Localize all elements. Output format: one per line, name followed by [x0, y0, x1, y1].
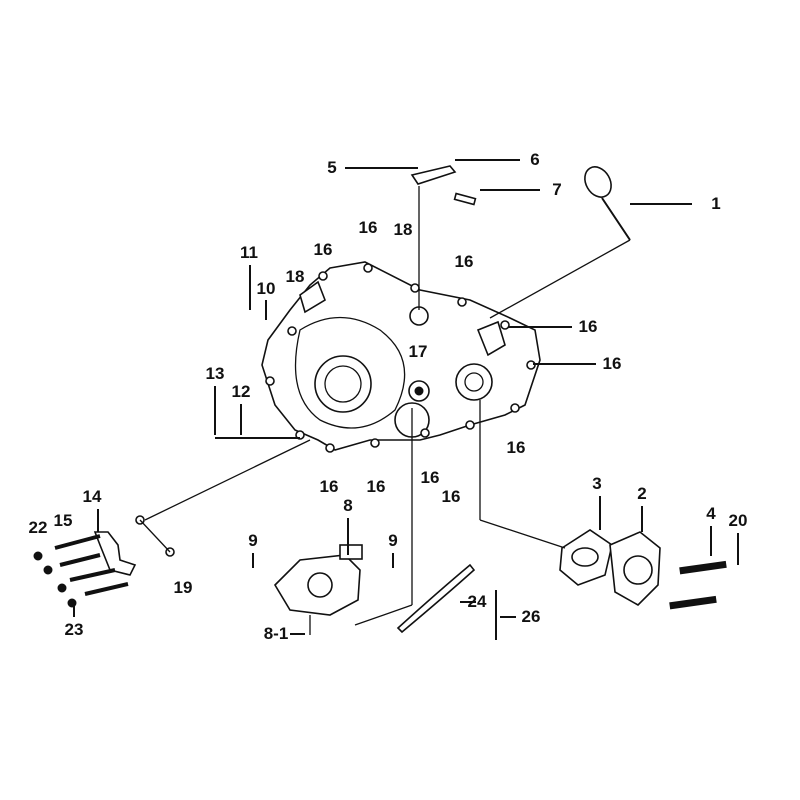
callout-label: 8: [343, 496, 353, 515]
cover-bolt-holes: [265, 263, 536, 453]
callout-label: 17: [408, 342, 428, 361]
callout-label: 9: [388, 531, 398, 550]
bracket: [410, 165, 457, 185]
callout-label: 22: [28, 518, 48, 537]
callout-label: 14: [82, 487, 102, 506]
callout-label: 23: [64, 620, 84, 639]
callout-label: 5: [327, 158, 337, 177]
callout-label: 16: [441, 487, 461, 506]
callout-label: 16: [506, 438, 526, 457]
callout-label: 10: [256, 279, 276, 298]
callout-label: 15: [53, 511, 73, 530]
callout-label: 9: [248, 531, 258, 550]
callout-label: 16: [420, 468, 440, 487]
callout-label: 16: [319, 477, 339, 496]
callout-label: 18: [393, 220, 413, 239]
callout-label: 13: [205, 364, 225, 383]
callout-label: 12: [231, 382, 251, 401]
callout-label: 20: [728, 511, 748, 530]
dipstick: [489, 166, 631, 319]
callout-label: 16: [366, 477, 386, 496]
water-pump: [273, 544, 363, 635]
callout-label: 11: [240, 243, 258, 262]
crankcase-cover: [261, 261, 541, 453]
callout-label: 6: [530, 150, 540, 169]
callout-label: 16: [454, 252, 474, 271]
callout-label: 2: [637, 484, 647, 503]
hose: [396, 563, 476, 634]
callout-label: 3: [592, 474, 602, 493]
callout-label: 1: [711, 194, 721, 213]
callout-label: 7: [552, 180, 562, 199]
callout-label: 26: [521, 607, 541, 626]
callout-label: 16: [313, 240, 333, 259]
callout-label: 16: [602, 354, 622, 373]
callout-label: 4: [706, 504, 716, 523]
callout-label: 18: [285, 267, 305, 286]
callout-label: 16: [578, 317, 598, 336]
pipe-and-bolts: [33, 439, 311, 608]
leader-lines: [73, 159, 739, 635]
thermostat-housing: [479, 400, 727, 610]
callout-label: 8-1: [263, 624, 289, 643]
callout-label: 24: [467, 592, 487, 611]
callout-label: 16: [358, 218, 378, 237]
callout-label: 19: [173, 578, 193, 597]
